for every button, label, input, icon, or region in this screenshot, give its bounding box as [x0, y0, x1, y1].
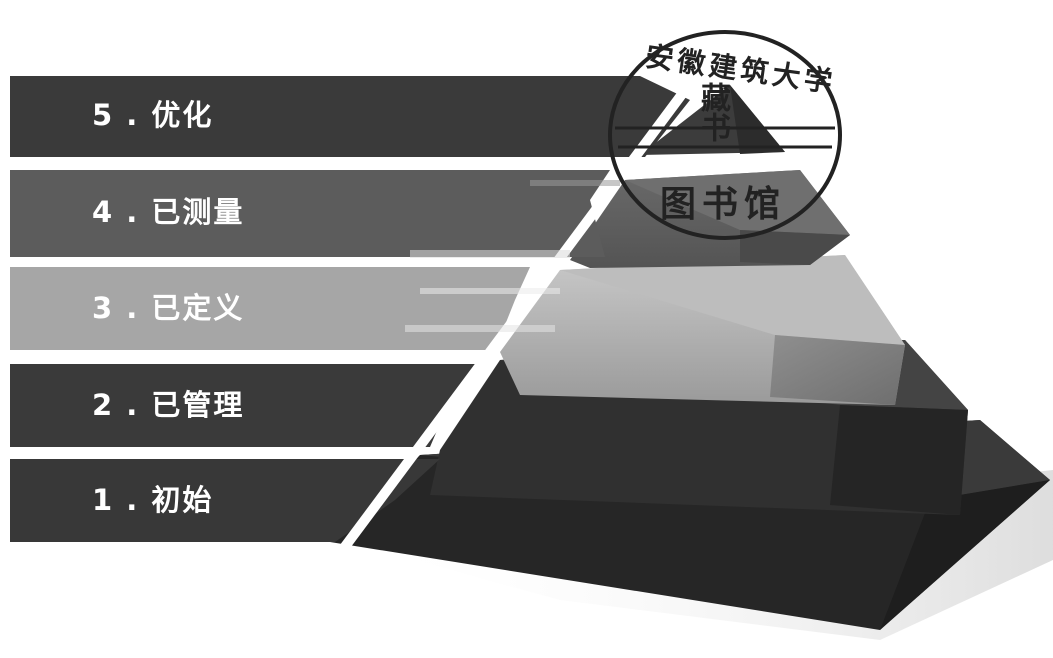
stamp-center-text: 藏书	[695, 82, 730, 142]
level-3-label: 3 . 已定义	[92, 291, 245, 325]
level-2-label: 2 . 已管理	[92, 388, 245, 422]
band-level-1	[10, 459, 440, 542]
library-stamp	[608, 30, 842, 240]
pyramid-tier-5	[640, 85, 785, 155]
level-5-label: 5 . 优化	[92, 98, 214, 132]
level-4-label: 4 . 已测量	[92, 195, 245, 229]
level-bands	[10, 76, 690, 542]
band-level-5	[10, 76, 690, 157]
band-level-3	[10, 267, 530, 350]
band-level-4	[10, 170, 610, 257]
motion-streaks	[405, 180, 620, 332]
diagonal-divider	[330, 67, 705, 563]
level-1-label: 1 . 初始	[92, 483, 214, 517]
pyramid-tier-3	[500, 255, 905, 405]
band-level-2	[10, 364, 485, 447]
stamp-bottom-text: 图书馆	[660, 183, 787, 225]
